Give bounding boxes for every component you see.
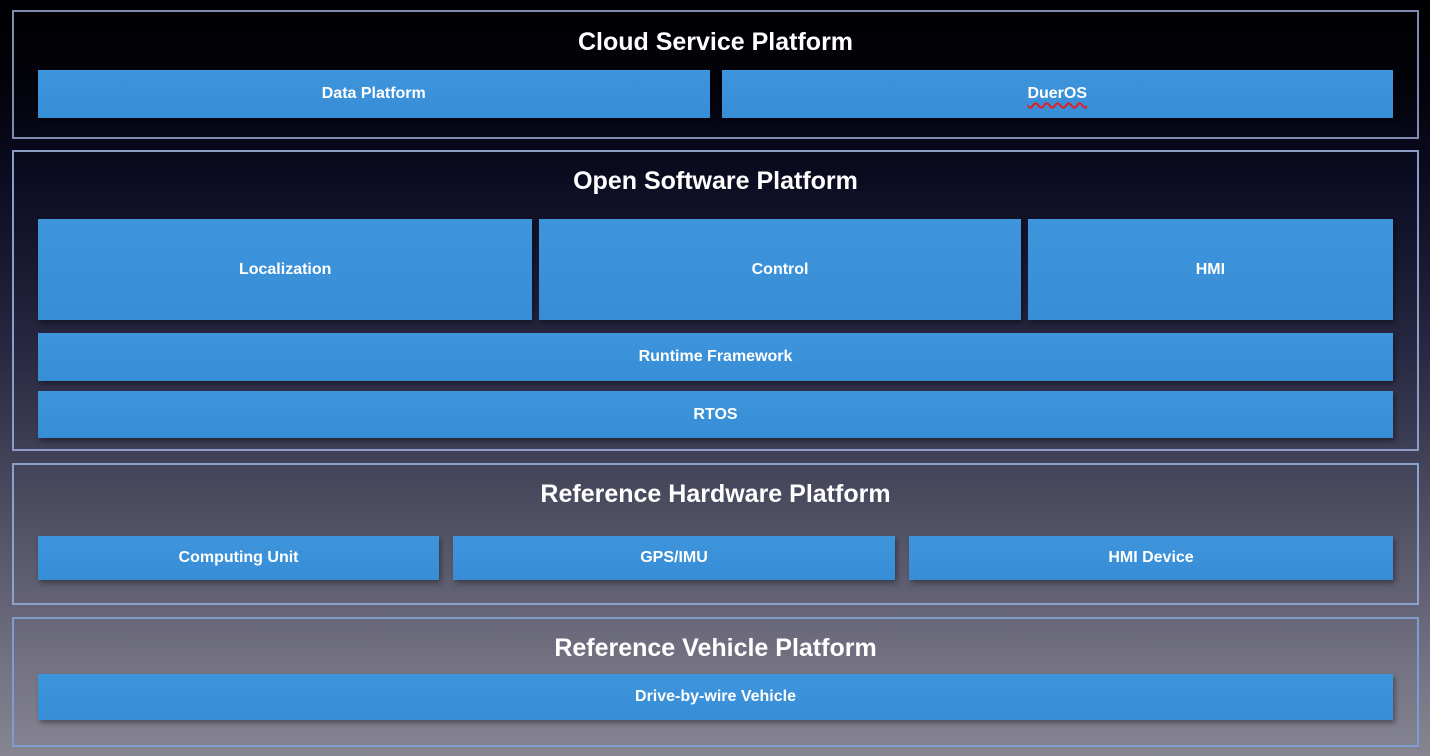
box-hmi-device: HMI Device xyxy=(909,536,1393,580)
box-computing-unit: Computing Unit xyxy=(38,536,439,580)
box-hmi-device-label: HMI Device xyxy=(1108,549,1194,566)
section-reference-hardware-platform: Reference Hardware Platform Computing Un… xyxy=(12,463,1419,605)
software-modules-row: Localization Control HMI xyxy=(38,219,1393,320)
box-data-platform-label: Data Platform xyxy=(321,85,426,102)
box-runtime-framework: Runtime Framework xyxy=(38,333,1393,381)
cloud-section-title: Cloud Service Platform xyxy=(577,28,854,56)
box-localization: Localization xyxy=(38,219,533,320)
section-reference-vehicle-platform: Reference Vehicle Platform Drive-by-wire… xyxy=(12,617,1419,747)
box-control-label: Control xyxy=(751,260,809,278)
cloud-boxes-row: Data Platform DuerOS xyxy=(38,70,1393,118)
box-hmi-label: HMI xyxy=(1195,260,1226,278)
vehicle-section-title: Reference Vehicle Platform xyxy=(554,634,877,662)
box-gps-imu: GPS/IMU xyxy=(453,536,895,580)
box-control: Control xyxy=(539,219,1021,320)
box-dueros: DuerOS xyxy=(721,70,1393,118)
box-rtos: RTOS xyxy=(38,391,1393,438)
box-computing-unit-label: Computing Unit xyxy=(178,549,299,566)
box-localization-label: Localization xyxy=(238,260,332,278)
box-hmi: HMI xyxy=(1027,219,1393,320)
section-open-software-platform: Open Software Platform Localization Cont… xyxy=(12,150,1419,451)
box-gps-imu-label: GPS/IMU xyxy=(640,549,708,566)
hardware-section-title: Reference Hardware Platform xyxy=(540,480,891,508)
section-cloud-service-platform: Cloud Service Platform Data Platform Due… xyxy=(12,10,1419,139)
box-runtime-framework-label: Runtime Framework xyxy=(638,348,793,365)
box-rtos-label: RTOS xyxy=(693,405,738,423)
box-data-platform: Data Platform xyxy=(38,70,710,118)
software-section-title: Open Software Platform xyxy=(573,167,858,195)
box-dueros-label: DuerOS xyxy=(1027,85,1088,102)
box-drive-by-wire-vehicle-label: Drive-by-wire Vehicle xyxy=(635,688,796,705)
box-drive-by-wire-vehicle: Drive-by-wire Vehicle xyxy=(38,674,1393,720)
hardware-boxes-row: Computing Unit GPS/IMU HMI Device xyxy=(38,536,1393,580)
